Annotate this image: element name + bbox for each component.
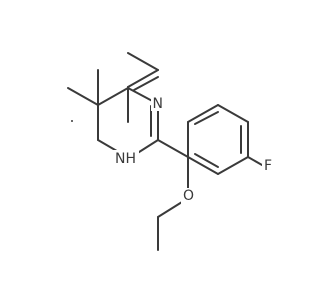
bond-c2-n3-inner [133, 76, 159, 91]
ethoxy [157, 201, 183, 251]
atom-f: F [264, 158, 272, 174]
molecule-structure: N NH O F [67, 52, 274, 251]
fluorophenyl-ring [187, 104, 263, 175]
bond-c5-me2 [67, 87, 99, 106]
bond-ar1-ar2 [187, 104, 219, 123]
atom-o: O [183, 188, 194, 204]
bond-ar4-ar5 [217, 156, 249, 175]
bond-n3-c2-double [127, 69, 159, 88]
bond-ar5-ar6-inner [194, 153, 219, 168]
bond-ar4-f [247, 156, 263, 166]
bond-c2-ch [157, 139, 189, 158]
pyrimidine-ring [127, 52, 159, 123]
bond-ar5-ar6 [187, 156, 219, 175]
bond-n3-c4 [127, 52, 159, 71]
bond-o-ch2 [157, 201, 183, 218]
atom-n-ring: N [153, 96, 163, 112]
atom-labels: N NH O F [113, 95, 274, 204]
bond-ar2-ar3 [217, 104, 249, 123]
linker [157, 121, 189, 189]
gem-dimethyl [67, 69, 99, 106]
bond-n1-c2 [135, 139, 159, 155]
bond-c4-c5 [97, 87, 129, 106]
atom-nh: NH [115, 151, 136, 167]
bond-ar1-ar2-inner [194, 111, 219, 125]
